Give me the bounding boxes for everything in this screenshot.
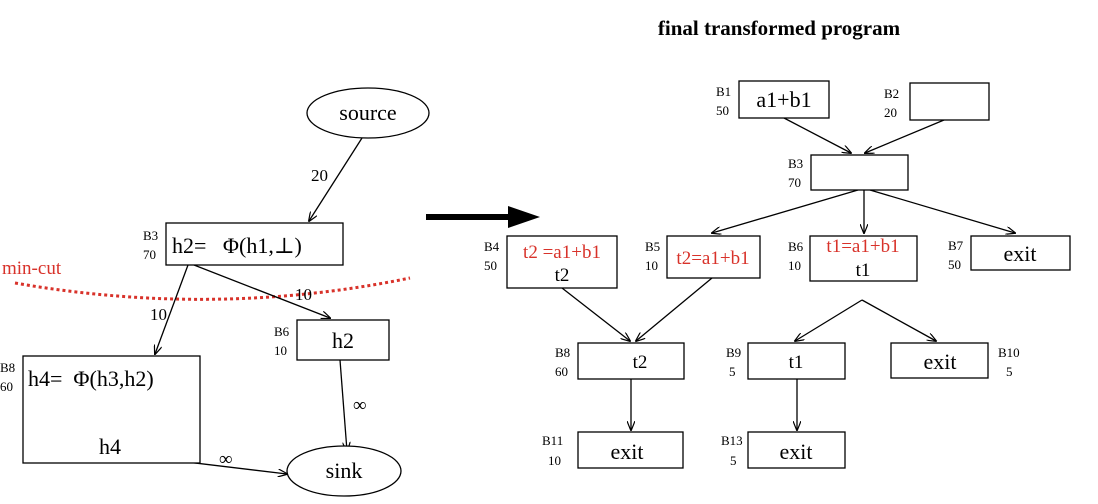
edge-b3-b8 — [155, 264, 189, 354]
min-cut-label: min-cut — [2, 258, 62, 279]
transform-arrow-head — [508, 206, 540, 228]
min-cut-curve — [14, 276, 411, 301]
edge-b1-b3 — [783, 117, 851, 153]
right-b3-count: 70 — [788, 175, 801, 190]
right-b11-count: 10 — [548, 453, 561, 468]
right-b6-id: B6 — [788, 239, 804, 254]
right-b10-box — [890, 342, 989, 379]
right-b3-id: B3 — [788, 156, 803, 171]
right-b1-count: 50 — [716, 103, 729, 118]
right-b8-count: 60 — [555, 364, 568, 379]
left-b3-id: B3 — [143, 228, 158, 243]
left-b3-code: h2= Φ(h1,⊥) — [172, 233, 302, 258]
right-b5-id: B5 — [645, 239, 660, 254]
right-b6-code: t1 — [856, 260, 871, 281]
right-b2-id: B2 — [884, 86, 899, 101]
right-b7-code: exit — [1004, 241, 1037, 266]
edge-b2-b3 — [865, 119, 945, 153]
right-b1-box — [738, 80, 830, 119]
right-b13-box — [747, 431, 846, 469]
edge-b6-sink — [338, 346, 347, 451]
right-b4-code: t2 — [555, 265, 570, 286]
right-b11-box — [577, 431, 684, 469]
left-b6-code: h2 — [332, 328, 354, 353]
right-b13-count: 5 — [730, 453, 737, 468]
right-b1-code: a1+b1 — [756, 87, 811, 112]
left-b8-count: 60 — [0, 379, 13, 394]
right-b11-code: exit — [611, 439, 644, 464]
edge-label-b6-sink: ∞ — [353, 395, 367, 416]
edge-source-b3 — [309, 137, 363, 221]
right-b4-box — [506, 235, 618, 289]
right-b5-box — [666, 235, 761, 279]
left-b6-count: 10 — [274, 343, 287, 358]
right-b7-id: B7 — [948, 238, 964, 253]
right-b10-code: exit — [924, 349, 957, 374]
edge-b3-b6 — [193, 264, 330, 318]
right-b5-count: 10 — [645, 258, 658, 273]
left-b6-id: B6 — [274, 324, 290, 339]
right-b13-id: B13 — [721, 433, 743, 448]
sink-node — [286, 445, 402, 497]
right-b8-code: t2 — [633, 352, 648, 373]
right-b2-box — [909, 82, 990, 121]
left-b8-box — [22, 355, 201, 464]
edge-b4-b8 — [561, 287, 630, 341]
edge-b3-b5 — [712, 189, 859, 233]
left-b8-code2: h4 — [99, 434, 121, 459]
left-b8-id: B8 — [0, 360, 15, 375]
right-b4-id: B4 — [484, 239, 500, 254]
source-node — [306, 87, 430, 139]
right-b3-box — [810, 154, 909, 191]
right-b4-red-code: t2 =a1+b1 — [523, 242, 601, 263]
right-b6-red-code: t1=a1+b1 — [826, 236, 899, 257]
diagram-title: final transformed program — [658, 16, 901, 40]
edge-b3-b7 — [869, 189, 1015, 233]
edge-b5-b8 — [636, 277, 713, 341]
right-b10-id: B10 — [998, 345, 1020, 360]
right-b9-count: 5 — [729, 364, 736, 379]
edge-b6-b10 — [861, 299, 936, 341]
left-b6-box — [296, 319, 390, 361]
left-b3-count: 70 — [143, 247, 156, 262]
right-b8-id: B8 — [555, 345, 570, 360]
right-b11-id: B11 — [542, 433, 563, 448]
right-b6-box — [809, 235, 918, 282]
right-b10-count: 5 — [1006, 364, 1013, 379]
left-b3-box — [165, 222, 344, 266]
right-b6-count: 10 — [788, 258, 801, 273]
edge-b6-b9 — [795, 299, 863, 341]
right-b8-box — [577, 342, 685, 380]
edge-label-source-b3: 20 — [311, 166, 328, 185]
right-b9-id: B9 — [726, 345, 741, 360]
left-b8-code1: h4= Φ(h3,h2) — [28, 366, 154, 391]
right-b13-code: exit — [780, 439, 813, 464]
right-b1-id: B1 — [716, 84, 731, 99]
edge-label-b3-b6: 10 — [295, 285, 312, 304]
right-b7-box — [970, 235, 1071, 271]
right-b4-count: 50 — [484, 258, 497, 273]
right-b2-count: 20 — [884, 105, 897, 120]
right-b7-count: 50 — [948, 257, 961, 272]
right-b5-red-code: t2=a1+b1 — [676, 248, 749, 269]
right-b9-box — [747, 342, 846, 380]
right-b9-code: t1 — [789, 352, 804, 373]
edge-label-b3-b8: 10 — [150, 305, 167, 324]
sink-label: sink — [326, 458, 363, 483]
edge-label-b8-sink: ∞ — [219, 449, 233, 470]
source-label: source — [339, 100, 396, 125]
